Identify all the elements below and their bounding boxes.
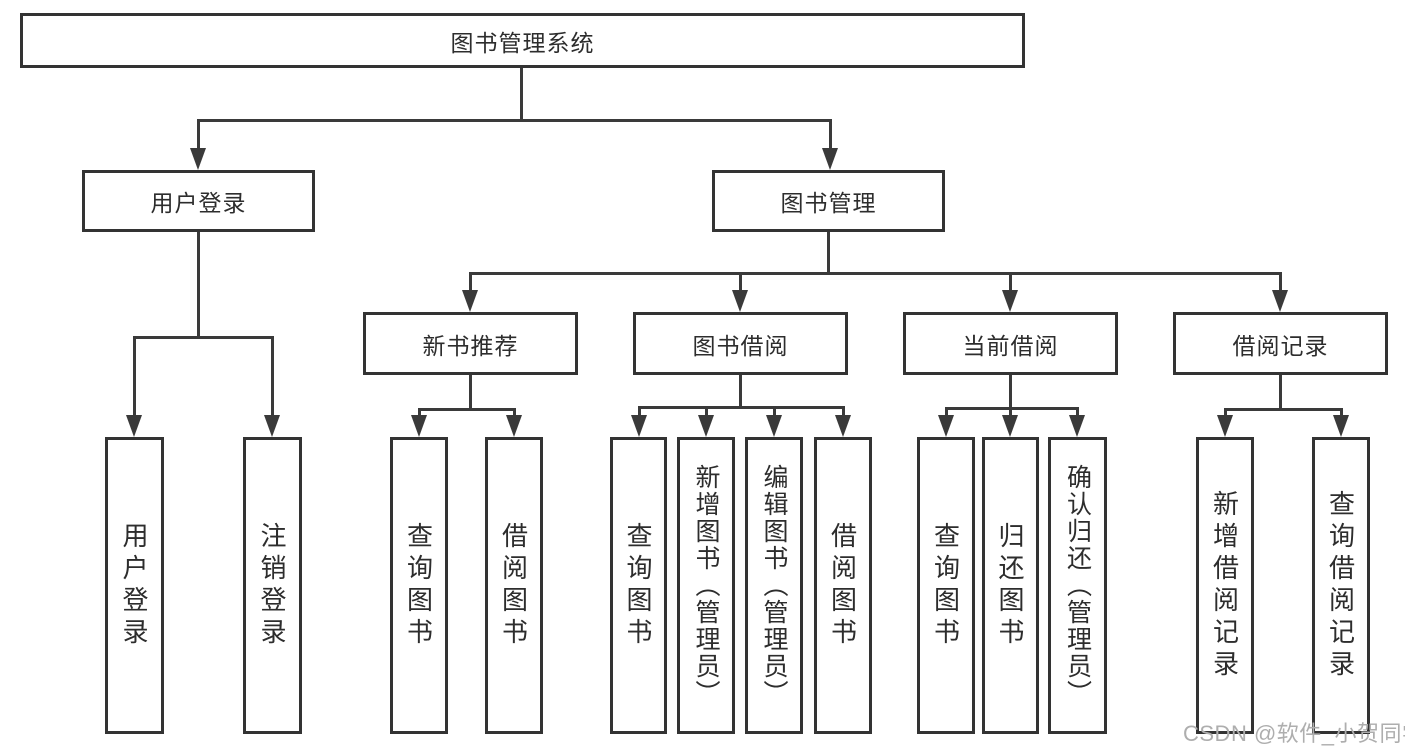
leaf-query-books-recommend: 查询图书 bbox=[390, 437, 448, 734]
node-label: 借阅图书 bbox=[827, 521, 858, 650]
connector-drop bbox=[513, 408, 516, 418]
leaf-query-borrow-record: 查询借阅记录 bbox=[1312, 437, 1370, 734]
connector-drop bbox=[1009, 272, 1012, 293]
node-borrowing-records: 借阅记录 bbox=[1173, 312, 1388, 375]
connector-drop bbox=[1340, 408, 1343, 418]
node-label: 查询图书 bbox=[623, 521, 653, 650]
arrow-down-icon bbox=[506, 415, 522, 437]
leaf-edit-book-admin: 编辑图书（管理员） bbox=[745, 437, 803, 734]
connector-drop bbox=[1076, 407, 1079, 418]
connector-drop bbox=[638, 406, 641, 418]
connector-root-stem bbox=[520, 68, 523, 121]
node-label: 图书管理系统 bbox=[450, 29, 595, 56]
connector-drop bbox=[739, 272, 742, 293]
node-book-borrowing: 图书借阅 bbox=[633, 312, 848, 375]
csdn-watermark: CSDN @软件_小贺同学 bbox=[1183, 721, 1405, 746]
connector-newbook-stem bbox=[469, 375, 472, 411]
connector-drop bbox=[197, 119, 200, 150]
leaf-add-borrow-record: 新增借阅记录 bbox=[1196, 437, 1254, 734]
node-user-login: 用户登录 bbox=[82, 170, 315, 232]
node-label: 用户登录 bbox=[119, 521, 149, 650]
connector-records-rail bbox=[1224, 408, 1342, 411]
arrow-down-icon bbox=[126, 415, 142, 437]
connector-drop bbox=[773, 406, 776, 418]
node-label: 编辑图书（管理员） bbox=[760, 464, 788, 707]
node-label: 确认归还（管理员） bbox=[1063, 464, 1092, 707]
leaf-query-books-borrowing: 查询图书 bbox=[610, 437, 667, 734]
node-book-management: 图书管理 bbox=[712, 170, 945, 232]
arrow-down-icon bbox=[1069, 415, 1085, 437]
leaf-logout: 注销登录 bbox=[243, 437, 302, 734]
node-label: 用户登录 bbox=[150, 190, 247, 216]
arrow-down-icon bbox=[938, 415, 954, 437]
arrow-down-icon bbox=[411, 415, 427, 437]
arrow-down-icon bbox=[698, 415, 714, 437]
leaf-return-book: 归还图书 bbox=[982, 437, 1039, 734]
node-current-borrowing: 当前借阅 bbox=[903, 312, 1118, 375]
connector-drop bbox=[133, 336, 136, 418]
connector-userlogin-rail bbox=[133, 336, 274, 339]
connector-drop bbox=[418, 408, 421, 418]
arrow-down-icon bbox=[264, 415, 280, 437]
connector-drop bbox=[1279, 272, 1282, 293]
node-label: 查询图书 bbox=[930, 521, 961, 650]
arrow-down-icon bbox=[1272, 290, 1288, 312]
connector-userlogin-stem bbox=[197, 232, 200, 339]
node-label: 新书推荐 bbox=[422, 332, 519, 359]
node-label: 当前借阅 bbox=[962, 332, 1059, 359]
connector-drop bbox=[469, 272, 472, 293]
arrow-down-icon bbox=[835, 415, 851, 437]
connector-drop bbox=[1224, 408, 1227, 418]
connector-drop bbox=[842, 406, 845, 418]
node-label: 图书管理 bbox=[780, 190, 877, 216]
connector-newbook-rail bbox=[418, 408, 515, 411]
leaf-borrow-books-borrowing: 借阅图书 bbox=[814, 437, 872, 734]
leaf-confirm-return-admin: 确认归还（管理员） bbox=[1048, 437, 1107, 734]
leaf-borrow-books-recommend: 借阅图书 bbox=[485, 437, 543, 734]
arrow-down-icon bbox=[631, 415, 647, 437]
node-label: 图书借阅 bbox=[692, 332, 789, 359]
connector-currentborrow-stem bbox=[1009, 375, 1012, 410]
leaf-user-login: 用户登录 bbox=[105, 437, 164, 734]
connector-bookmgmt-stem bbox=[827, 232, 830, 275]
arrow-down-icon bbox=[766, 415, 782, 437]
node-new-book-recommend: 新书推荐 bbox=[363, 312, 578, 375]
connector-bookmgmt-rail bbox=[469, 272, 1282, 275]
node-label: 查询借阅记录 bbox=[1325, 489, 1356, 682]
node-library-management-system: 图书管理系统 bbox=[20, 13, 1025, 68]
arrow-down-icon bbox=[822, 148, 838, 170]
arrow-down-icon bbox=[462, 290, 478, 312]
connector-root-rail bbox=[197, 119, 831, 122]
arrow-down-icon bbox=[1002, 415, 1018, 437]
node-label: 归还图书 bbox=[995, 521, 1025, 650]
leaf-add-book-admin: 新增图书（管理员） bbox=[677, 437, 735, 734]
node-label: 新增借阅记录 bbox=[1209, 489, 1240, 682]
connector-drop bbox=[705, 406, 708, 418]
connector-drop bbox=[945, 407, 948, 418]
node-label: 借阅图书 bbox=[498, 521, 529, 650]
node-label: 查询图书 bbox=[403, 521, 434, 650]
connector-drop bbox=[271, 336, 274, 418]
arrow-down-icon bbox=[1333, 415, 1349, 437]
arrow-down-icon bbox=[732, 290, 748, 312]
connector-bookborrow-rail bbox=[638, 406, 844, 409]
node-label: 注销登录 bbox=[257, 521, 287, 650]
arrow-down-icon bbox=[1217, 415, 1233, 437]
arrow-down-icon bbox=[190, 148, 206, 170]
connector-bookborrow-stem bbox=[739, 375, 742, 409]
node-label: 新增图书（管理员） bbox=[692, 464, 720, 707]
connector-drop bbox=[829, 119, 832, 150]
leaf-query-books-current: 查询图书 bbox=[917, 437, 975, 734]
node-label: 借阅记录 bbox=[1232, 332, 1329, 359]
connector-drop bbox=[1009, 407, 1012, 418]
arrow-down-icon bbox=[1002, 290, 1018, 312]
connector-records-stem bbox=[1279, 375, 1282, 411]
